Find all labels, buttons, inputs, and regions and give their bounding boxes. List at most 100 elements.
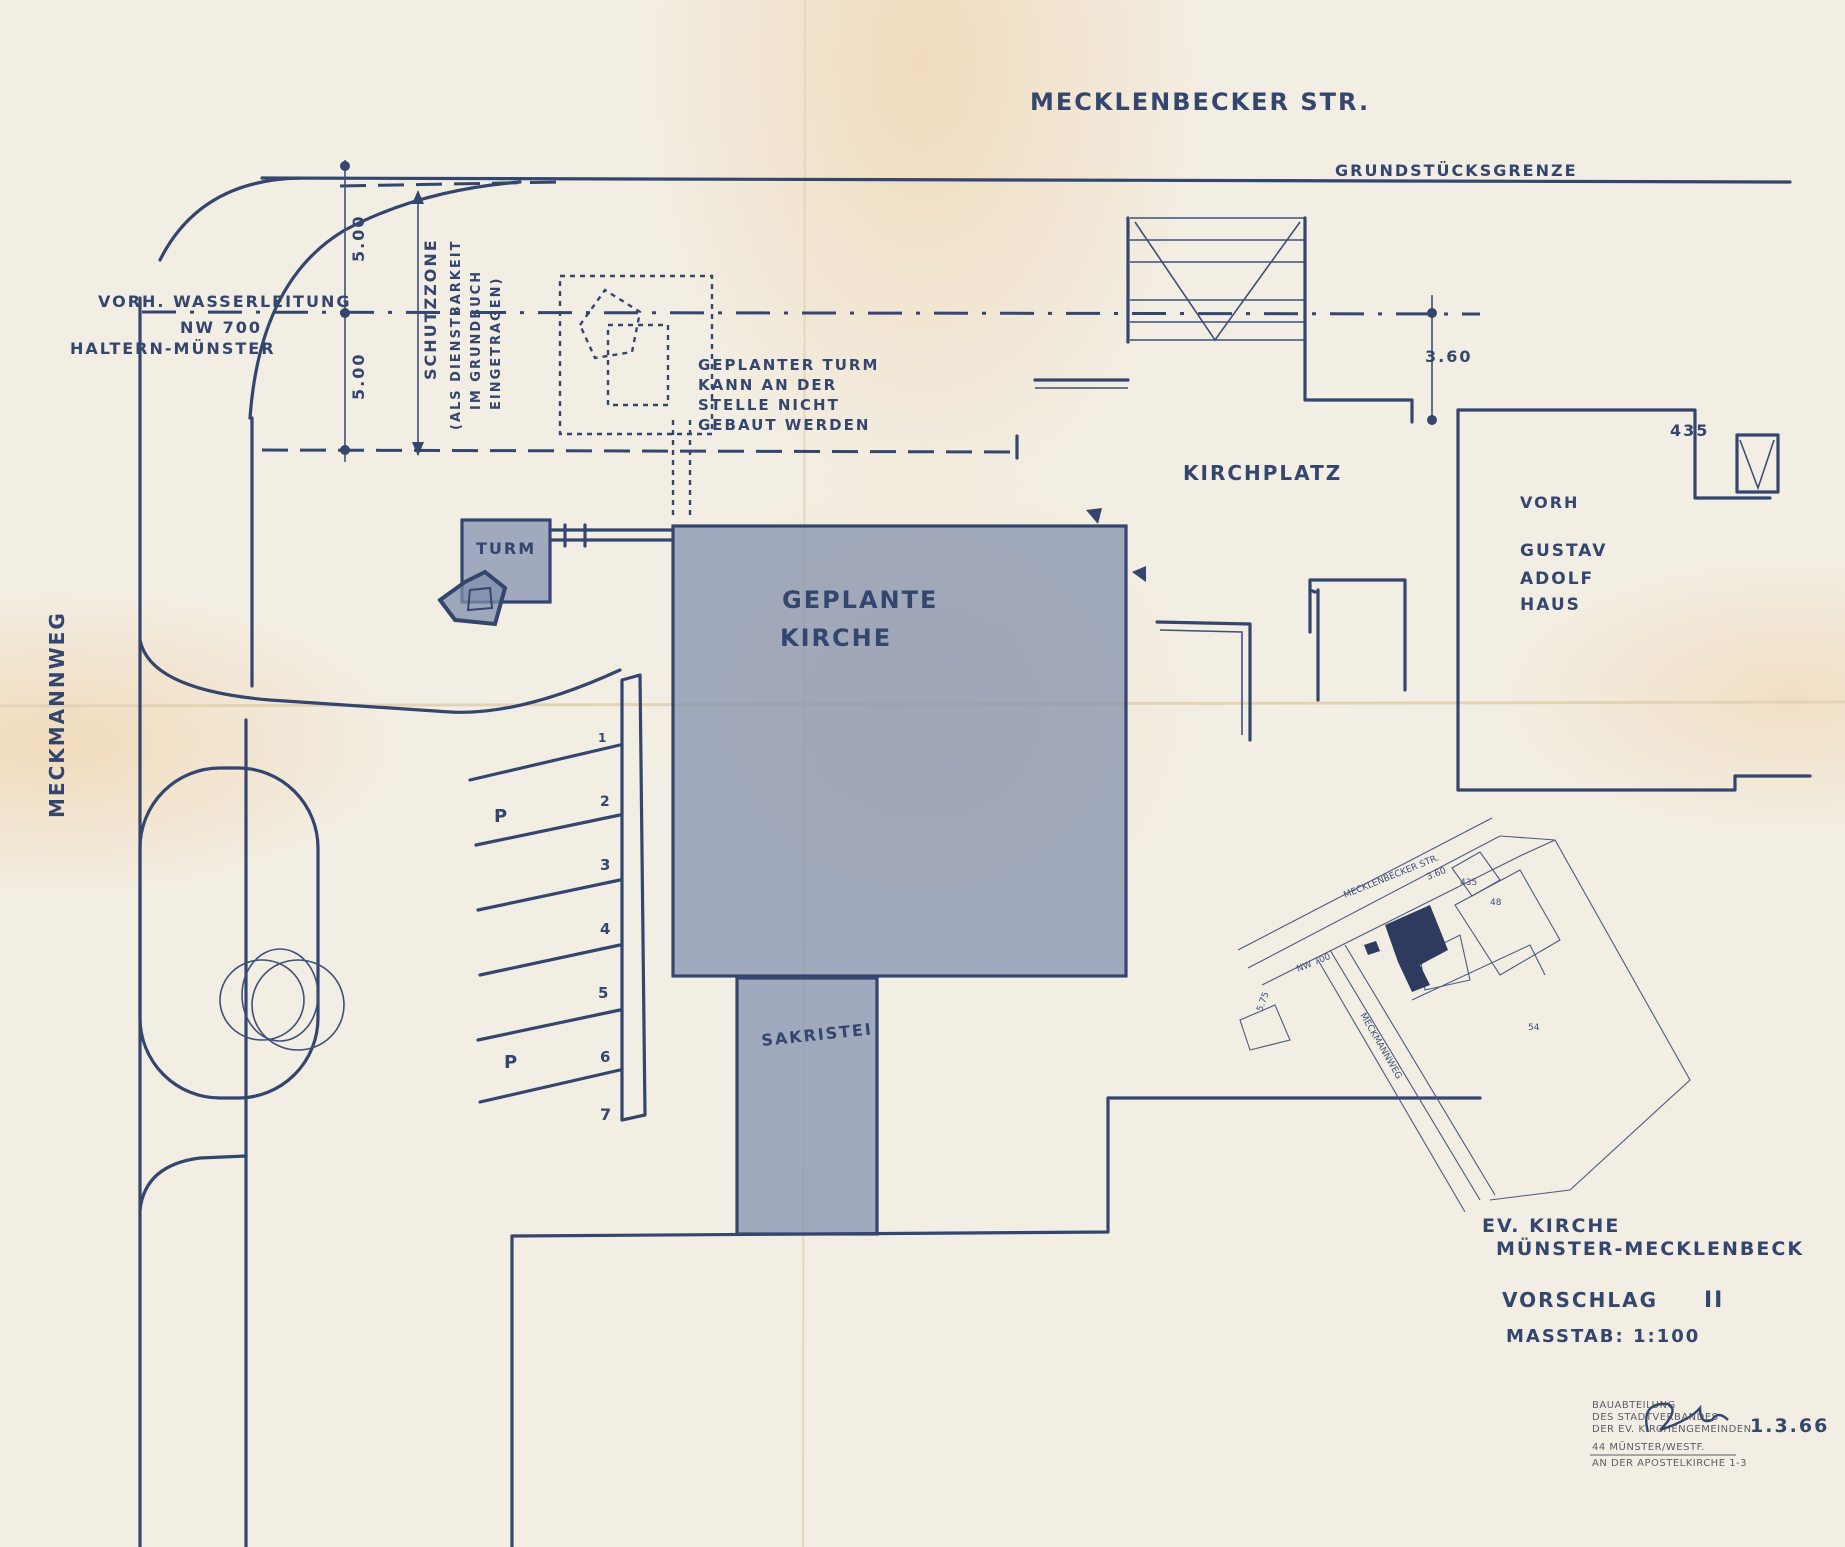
arrow-up-icon xyxy=(412,190,424,204)
inset-boundary xyxy=(1411,944,1546,1001)
house-label-3: ADOLF xyxy=(1520,569,1594,589)
parking-number: 4 xyxy=(600,920,612,938)
parking-stall-line xyxy=(476,1008,622,1042)
dimension-label-upper: 5.00 xyxy=(349,215,368,262)
parking-stall-line xyxy=(474,813,622,847)
tower-label: TURM xyxy=(476,539,536,558)
easement-label-1: (ALS DIENSTBARKEIT xyxy=(449,240,464,430)
inset-street-edge xyxy=(1261,839,1556,986)
arrow-down-icon xyxy=(412,442,424,456)
sacristy xyxy=(735,976,879,1236)
stamp-line-2: DES STADTVERBANDES xyxy=(1592,1412,1719,1423)
date-label: 1.3.66 xyxy=(1750,1415,1829,1437)
inset-plot xyxy=(1489,835,1691,1201)
water-pipe-line xyxy=(141,310,1481,316)
inset-dim-a: 3.60 xyxy=(1425,866,1448,883)
house-label-4: HAUS xyxy=(1520,595,1581,615)
gustav-adolf-haus-box xyxy=(1735,433,1780,494)
dimension-dot xyxy=(1427,415,1437,425)
street-label: MECKLENBECKER STR. xyxy=(1030,88,1370,116)
entrance-marker-icon xyxy=(1132,566,1146,582)
easement-label-2: IM GRUNDBUCH xyxy=(469,270,484,410)
easement-label-3: EINGETRAGEN) xyxy=(489,277,504,410)
dimension-dot xyxy=(340,161,350,171)
structure-cross xyxy=(1134,221,1301,342)
church-label-2: KIRCHE xyxy=(780,624,892,652)
inset-label-a: 435 xyxy=(1460,878,1477,888)
meckmannweg-label: MECKMANNWEG xyxy=(45,611,69,818)
planned-tower-note-4: GEBAUT WERDEN xyxy=(698,416,870,434)
parking-stall-line xyxy=(478,1068,622,1104)
road-curve-lower xyxy=(138,638,622,714)
house-label-1: VORH xyxy=(1520,493,1579,512)
parking-number: 1 xyxy=(598,731,608,745)
signature xyxy=(1645,1402,1729,1433)
parking-stall-line xyxy=(468,743,622,782)
scale-label: MASSTAB: 1:100 xyxy=(1506,1326,1700,1347)
dimension-label-lower: 5.00 xyxy=(349,353,368,400)
stamp-line-1: BAUABTEILUNG xyxy=(1592,1400,1676,1411)
dimension-dot xyxy=(340,445,350,455)
planned-tower-note-2: KANN AN DER xyxy=(698,376,837,394)
planned-tower-note-1: GEPLANTER TURM xyxy=(698,356,879,374)
dimension-dot xyxy=(1427,308,1437,318)
church-square-label: KIRCHPLATZ xyxy=(1183,461,1342,485)
inset-path-edge xyxy=(1317,959,1466,1213)
inset-path-label: MECKMANNWEG xyxy=(1357,1012,1403,1082)
stamp-line-3: DER EV. KIRCHENGEMEINDEN xyxy=(1592,1424,1752,1435)
tree-circle-icon xyxy=(241,948,319,1042)
kirchplatz-wall-left-shadow xyxy=(1159,629,1243,735)
parking-number: 2 xyxy=(600,794,612,810)
property-line xyxy=(260,176,1792,184)
dimension-dot xyxy=(340,308,350,318)
inset-path-edge xyxy=(1329,949,1481,1201)
water-pipe-label: VORH. WASSERLEITUNG xyxy=(98,292,351,311)
inset-site-map xyxy=(1237,817,1691,1213)
gustav-adolf-haus-outline xyxy=(1456,408,1812,792)
inset-label-b: 48 xyxy=(1490,898,1502,908)
planned-church xyxy=(671,524,1128,978)
title-line-1: EV. KIRCHE xyxy=(1482,1215,1620,1237)
road-curve-bottom xyxy=(138,1154,248,1212)
tower-connector xyxy=(548,523,674,548)
inset-street-edge xyxy=(1247,835,1501,969)
proposal-label: VORSCHLAG xyxy=(1502,1288,1658,1312)
gustav-adolf-haus-cross xyxy=(1739,439,1775,491)
protection-zone-line xyxy=(261,448,1016,454)
parking-number: 5 xyxy=(598,984,610,1002)
entrance-marker-icon xyxy=(1086,508,1102,524)
stamp-line-5: AN DER APOSTELKIRCHE 1-3 xyxy=(1592,1458,1747,1469)
house-label-2: GUSTAV xyxy=(1520,541,1607,561)
planned-tower-pentagon xyxy=(578,288,642,360)
stamp-line-4: 44 MÜNSTER/WESTF. xyxy=(1592,1440,1705,1453)
dimension-label-right: 3.60 xyxy=(1425,347,1472,366)
property-line-dashed xyxy=(339,180,561,188)
inset-label-c: 54 xyxy=(1528,1023,1540,1033)
parking-stall-line xyxy=(478,943,622,977)
kirchplatz-wall-left xyxy=(1155,620,1252,742)
planned-tower-body xyxy=(606,323,670,407)
gustav-adolf-haus-top xyxy=(1456,408,1772,500)
structure-hatching xyxy=(1130,217,1305,341)
road-curve-top xyxy=(158,176,302,262)
inset-street-edge xyxy=(1237,817,1493,951)
protection-zone-label: SCHUTZZONE xyxy=(421,238,440,380)
parking-stall-line xyxy=(476,878,622,912)
inset-building xyxy=(1239,1004,1291,1051)
parking-number: 3 xyxy=(600,856,612,874)
parking-symbol: P xyxy=(504,1052,519,1073)
lower-boundary xyxy=(510,1096,1482,1547)
inset-dim-b: 5.75 xyxy=(1255,991,1271,1013)
inset-path-edge xyxy=(1344,944,1496,1196)
inset-church xyxy=(1385,905,1448,992)
water-pipe-route: HALTERN-MÜNSTER xyxy=(70,339,276,358)
inset-tower xyxy=(1364,941,1380,955)
parking-edge xyxy=(620,673,647,1122)
kirchplatz-wall-right xyxy=(1308,578,1407,692)
planned-tower-note-3: STELLE NICHT xyxy=(698,396,840,414)
church-label-1: GEPLANTE xyxy=(782,586,938,614)
parking-number: 7 xyxy=(600,1105,613,1124)
bell-tower-pentagon xyxy=(437,569,508,627)
